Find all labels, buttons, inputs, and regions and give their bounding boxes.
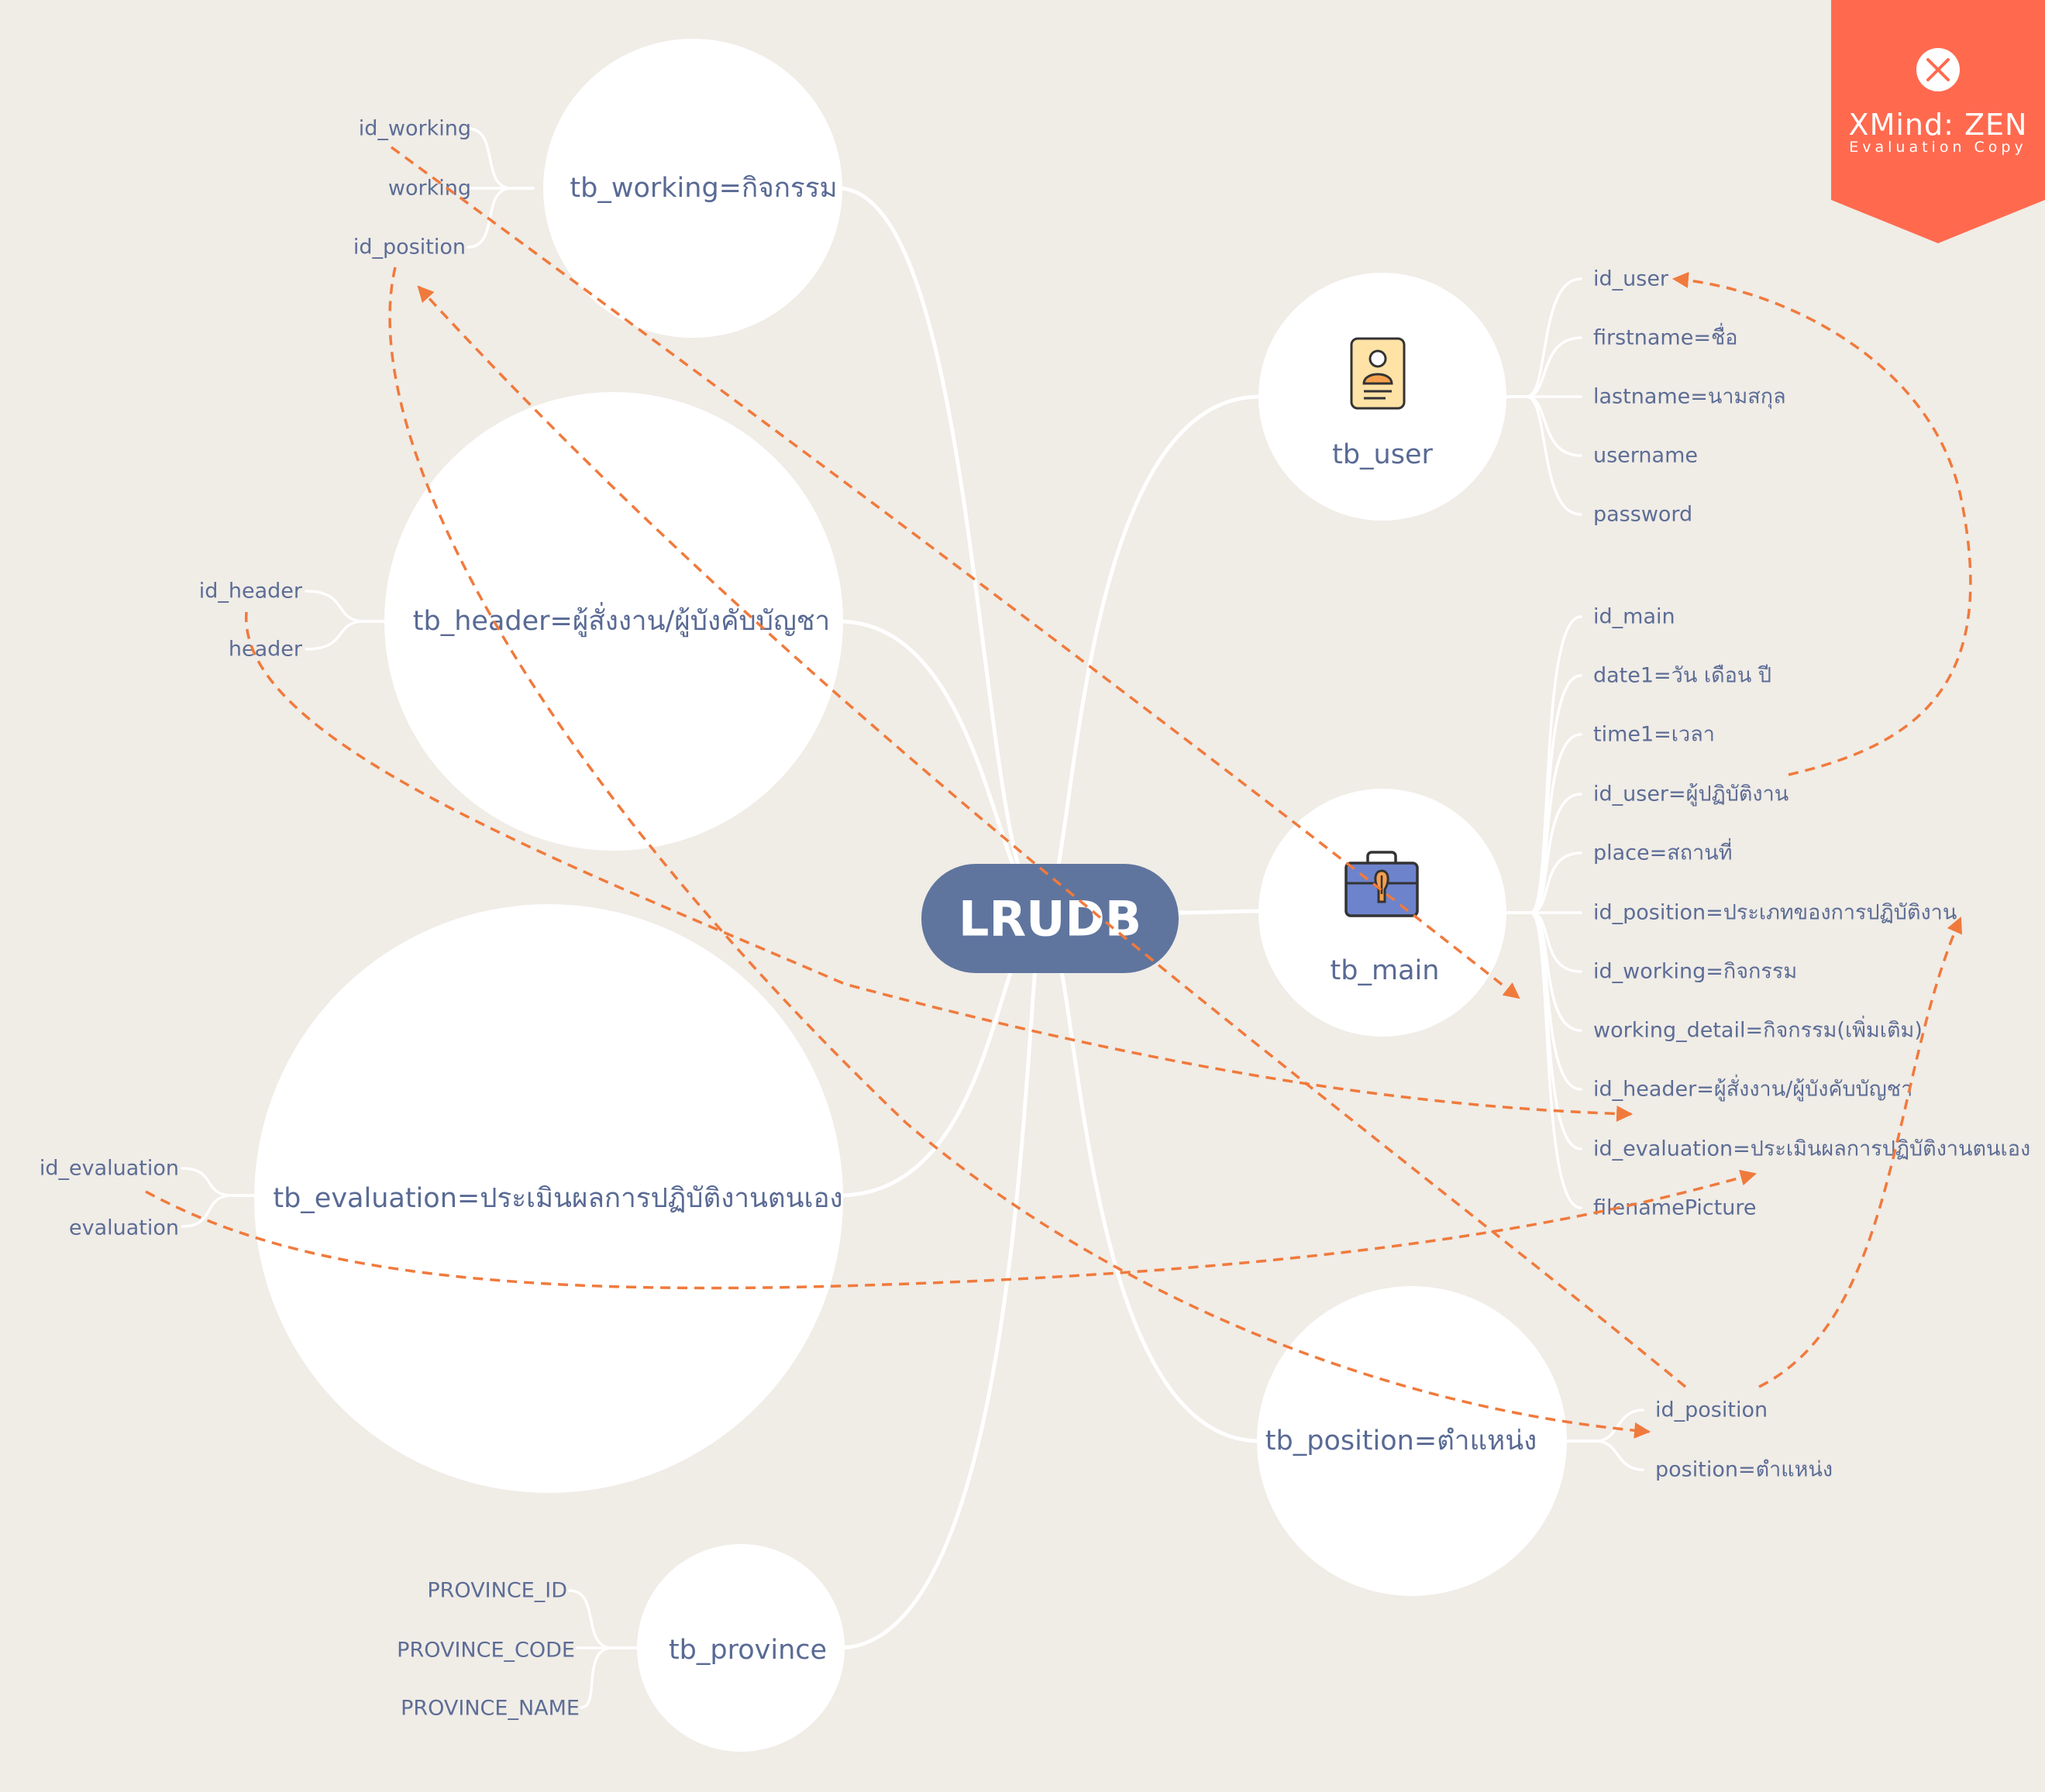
bubble-tb-province[interactable]: [637, 1544, 845, 1752]
field-label[interactable]: id_position=ประเภทของการปฏิบัติงาน: [1593, 901, 1957, 925]
table-label-province[interactable]: tb_province: [669, 1635, 827, 1666]
field-label[interactable]: working_detail=กิจกรรม(เพิ่มเติม): [1593, 1016, 1923, 1043]
bubble-tb-working[interactable]: [543, 39, 842, 338]
field-label[interactable]: id_working=กิจกรรม: [1593, 960, 1797, 984]
watermark-subtitle: Evaluation Copy: [1849, 139, 2027, 156]
table-labels: tb_working=กิจกรรม tb_header=ผู้สั่งงาน/…: [273, 173, 1537, 1666]
fields-province: PROVINCE_ID PROVINCE_CODE PROVINCE_NAME: [397, 1579, 580, 1721]
field-label[interactable]: id_evaluation=ประเมินผลการปฏิบัติงานตนเอ…: [1593, 1137, 2030, 1161]
briefcase-icon: [1344, 851, 1419, 917]
bubble-tb-evaluation[interactable]: [254, 904, 843, 1493]
branch-province: [836, 910, 1045, 1650]
relation-evaluation-to-main: [145, 1169, 1758, 1290]
field-label[interactable]: id_header: [199, 580, 303, 604]
field-label[interactable]: id_evaluation: [40, 1157, 179, 1181]
fields-working: id_working working id_position: [353, 117, 471, 260]
field-label[interactable]: filenamePicture: [1593, 1196, 1757, 1220]
field-label[interactable]: time1=เวลา: [1593, 723, 1715, 747]
field-label[interactable]: id_working: [359, 117, 471, 141]
relation-main-user-to-user: [1671, 271, 1972, 776]
fields-header: id_header header: [199, 580, 303, 662]
field-label[interactable]: id_main: [1593, 605, 1675, 629]
root-shape: [921, 864, 1179, 973]
branch-position: [1041, 910, 1262, 1443]
table-label-position[interactable]: tb_position=ตำแหน่ง: [1265, 1426, 1537, 1457]
table-label-main[interactable]: tb_main: [1331, 955, 1440, 986]
branch-user: [1041, 394, 1262, 915]
field-label[interactable]: id_user=ผู้ปฏิบัติงาน: [1593, 782, 1789, 807]
field-label[interactable]: PROVINCE_ID: [427, 1579, 567, 1603]
user-contact-card-icon: [1350, 337, 1406, 410]
branch-working: [836, 186, 1045, 915]
field-label[interactable]: firstname=ชื่อ: [1593, 323, 1738, 350]
field-label[interactable]: id_user: [1593, 267, 1669, 291]
watermark-title: XMind: ZEN: [1849, 108, 2028, 142]
field-label[interactable]: evaluation: [69, 1216, 179, 1240]
field-label[interactable]: working: [388, 177, 471, 201]
relation-header-to-main: [245, 611, 1634, 1122]
field-label[interactable]: password: [1593, 503, 1692, 527]
field-label[interactable]: id_position: [1655, 1398, 1768, 1422]
field-label[interactable]: PROVINCE_CODE: [397, 1639, 575, 1663]
bubble-tb-header[interactable]: [384, 392, 843, 851]
field-label[interactable]: PROVINCE_NAME: [401, 1697, 580, 1721]
fields-position: id_position position=ตำแหน่ง: [1655, 1398, 1833, 1482]
table-label-header[interactable]: tb_header=ผู้สั่งงาน/ผู้บังคับบัญชา: [413, 602, 830, 637]
xmind-watermark-badge: XMind: ZEN Evaluation Copy: [1831, 0, 2045, 243]
field-label[interactable]: position=ตำแหน่ง: [1655, 1458, 1833, 1482]
fields-user: id_user firstname=ชื่อ lastname=นามสกุล …: [1593, 267, 1786, 527]
relation-working-position-to-position: [388, 267, 1651, 1439]
watermark-shape: [1831, 0, 2045, 243]
root-node[interactable]: LRUDB: [921, 864, 1179, 973]
field-label[interactable]: place=สถานที่: [1593, 838, 1733, 865]
root-label: LRUDB: [959, 891, 1141, 948]
field-label[interactable]: date1=วัน เดือน ปี: [1593, 664, 1771, 688]
branch-main: [1176, 909, 1262, 915]
relation-position-to-main: [1758, 917, 1963, 1388]
field-label[interactable]: header: [229, 638, 303, 662]
table-label-working[interactable]: tb_working=กิจกรรม: [570, 173, 837, 204]
fields-evaluation: id_evaluation evaluation: [40, 1157, 179, 1240]
xmind-logo-cross: [1926, 58, 1950, 81]
relation-working-to-main: [390, 146, 1520, 999]
relation-position-to-working: [417, 285, 1687, 1388]
relationship-lines: [145, 146, 1972, 1439]
table-label-evaluation[interactable]: tb_evaluation=ประเมินผลการปฏิบัติงานตนเอ…: [273, 1183, 842, 1214]
field-label[interactable]: lastname=นามสกุล: [1593, 385, 1786, 410]
table-label-user[interactable]: tb_user: [1332, 439, 1433, 470]
field-label[interactable]: username: [1593, 444, 1698, 468]
field-label[interactable]: id_position: [353, 236, 466, 260]
table-bubbles: [254, 39, 1567, 1752]
field-label[interactable]: id_header=ผู้สั่งงาน/ผู้บังคับบัญชา: [1593, 1075, 1912, 1102]
leaf-lines: [181, 127, 1644, 1709]
fields-main: id_main date1=วัน เดือน ปี time1=เวลา id…: [1593, 605, 2030, 1220]
